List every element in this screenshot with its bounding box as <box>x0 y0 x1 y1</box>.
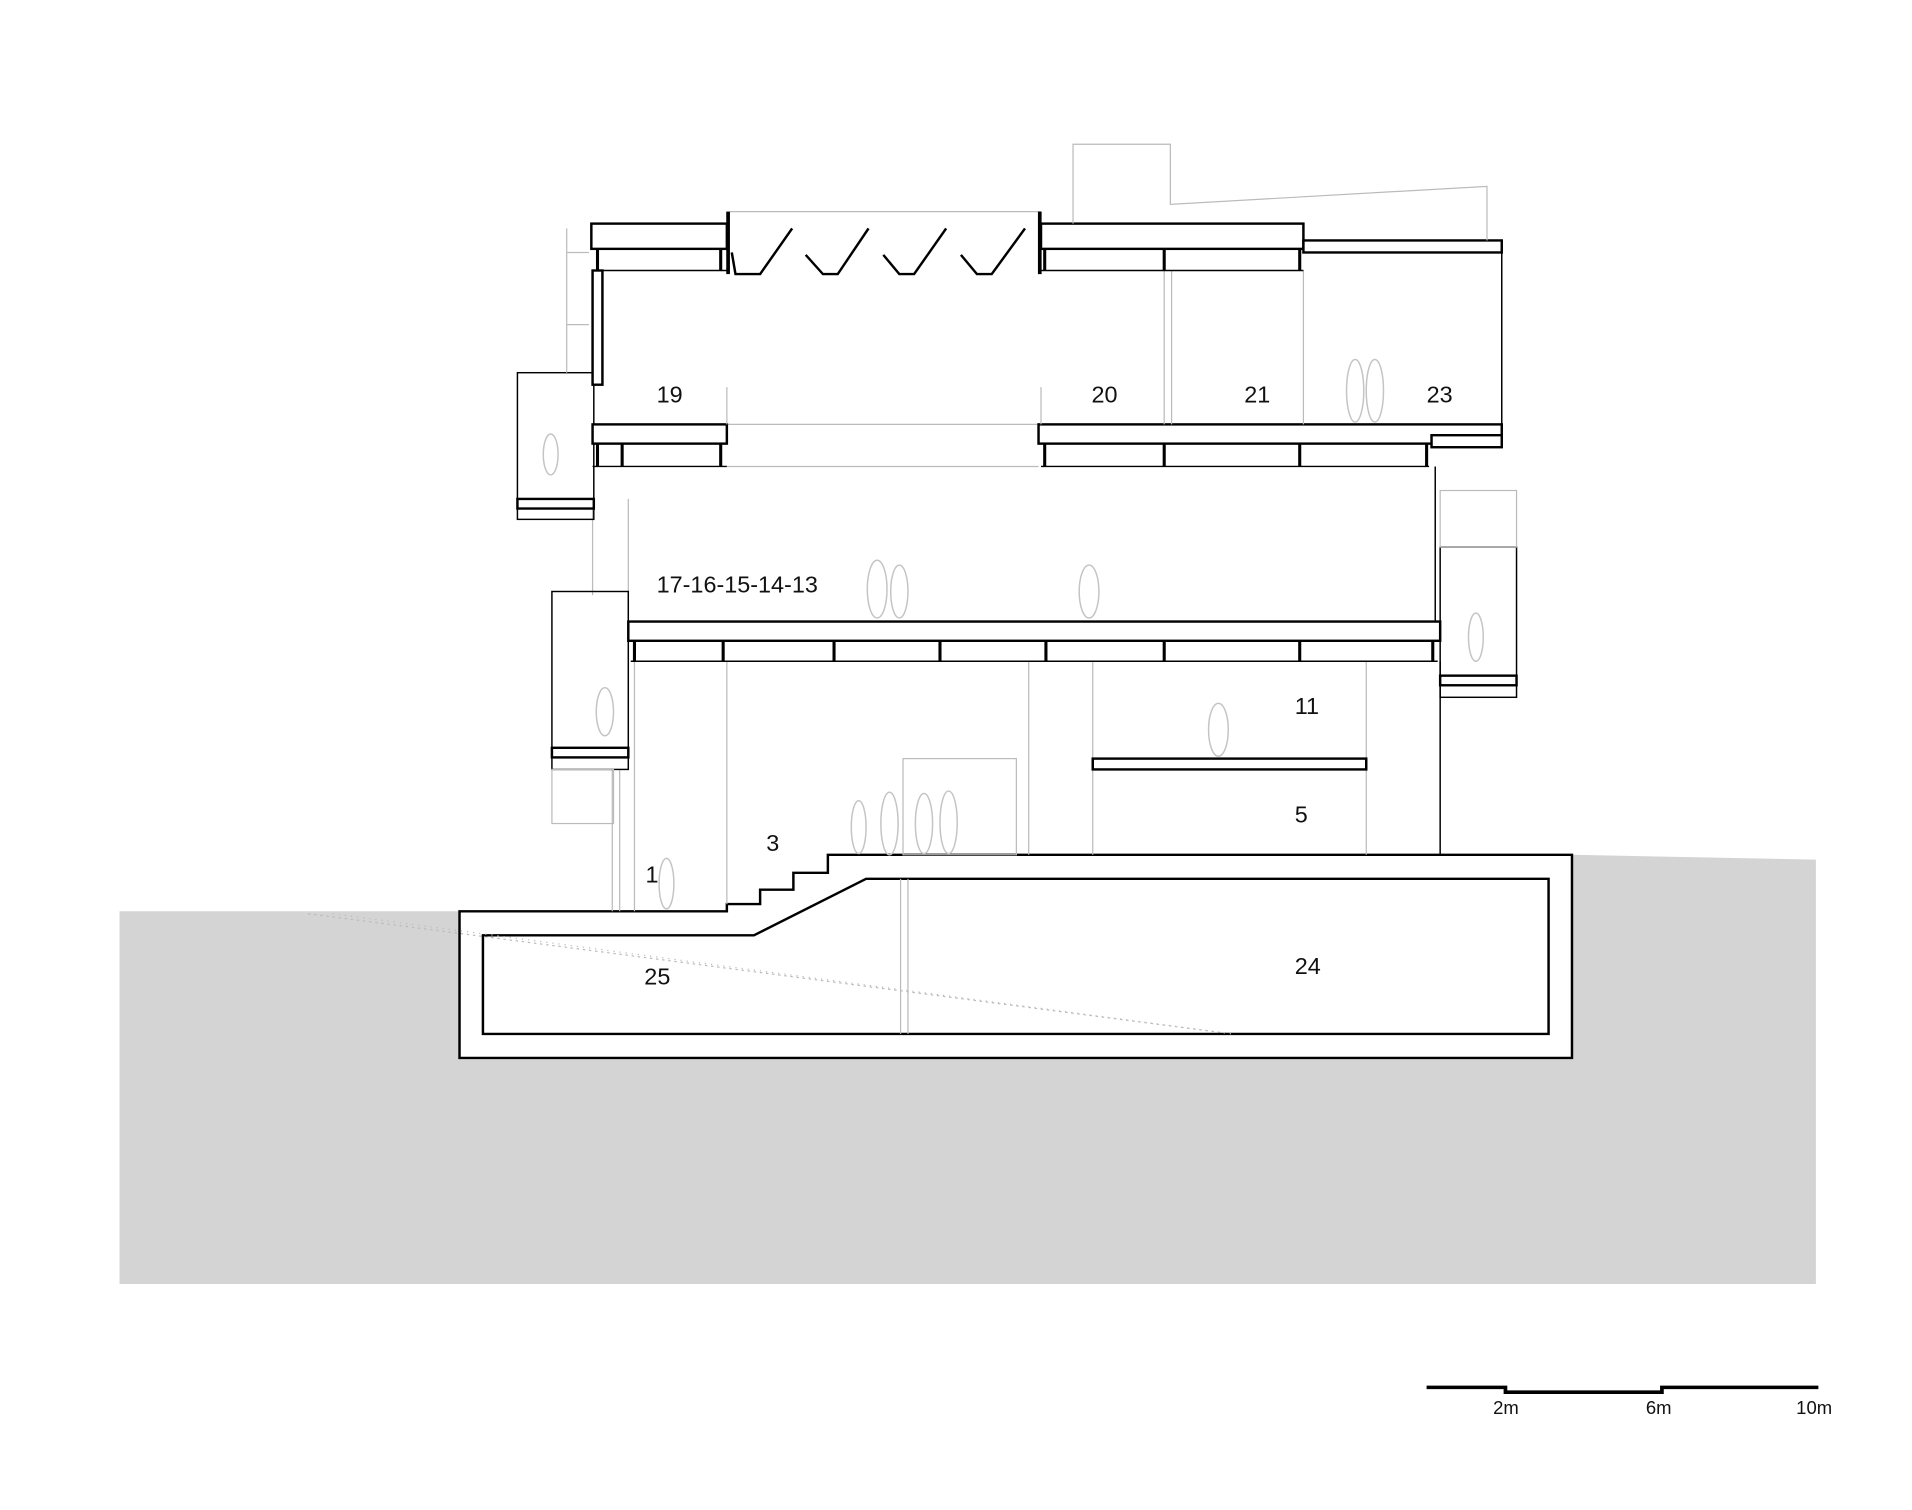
basement-outline <box>458 853 1574 1060</box>
label-17-13: 17-16-15-14-13 <box>657 572 818 598</box>
label-25: 25 <box>644 964 670 990</box>
people-silhouettes <box>542 358 1485 910</box>
scale-tick-10m: 10m <box>1796 1397 1832 1418</box>
scale-tick-6m: 6m <box>1646 1397 1672 1418</box>
label-19: 19 <box>657 382 683 408</box>
label-20: 20 <box>1092 382 1118 408</box>
roof-slab-left <box>590 222 729 251</box>
basement-inner <box>481 877 1550 1036</box>
label-11: 11 <box>1295 693 1319 719</box>
floor-slab <box>627 620 1442 642</box>
skylight-louvers <box>730 227 1026 276</box>
label-21: 21 <box>1244 382 1270 408</box>
ground <box>119 854 1816 1284</box>
label-5: 5 <box>1295 802 1308 828</box>
upper-slab-left <box>591 423 729 445</box>
roof-slab-right <box>1039 222 1305 251</box>
label-1: 1 <box>646 862 659 888</box>
mezzanine-slab <box>1091 757 1368 771</box>
label-3: 3 <box>766 830 779 856</box>
scale-tick-2m: 2m <box>1493 1397 1519 1418</box>
label-23: 23 <box>1427 382 1453 408</box>
label-24: 24 <box>1295 953 1321 979</box>
scale-bar: 2m 6m 10m <box>1426 1385 1832 1418</box>
